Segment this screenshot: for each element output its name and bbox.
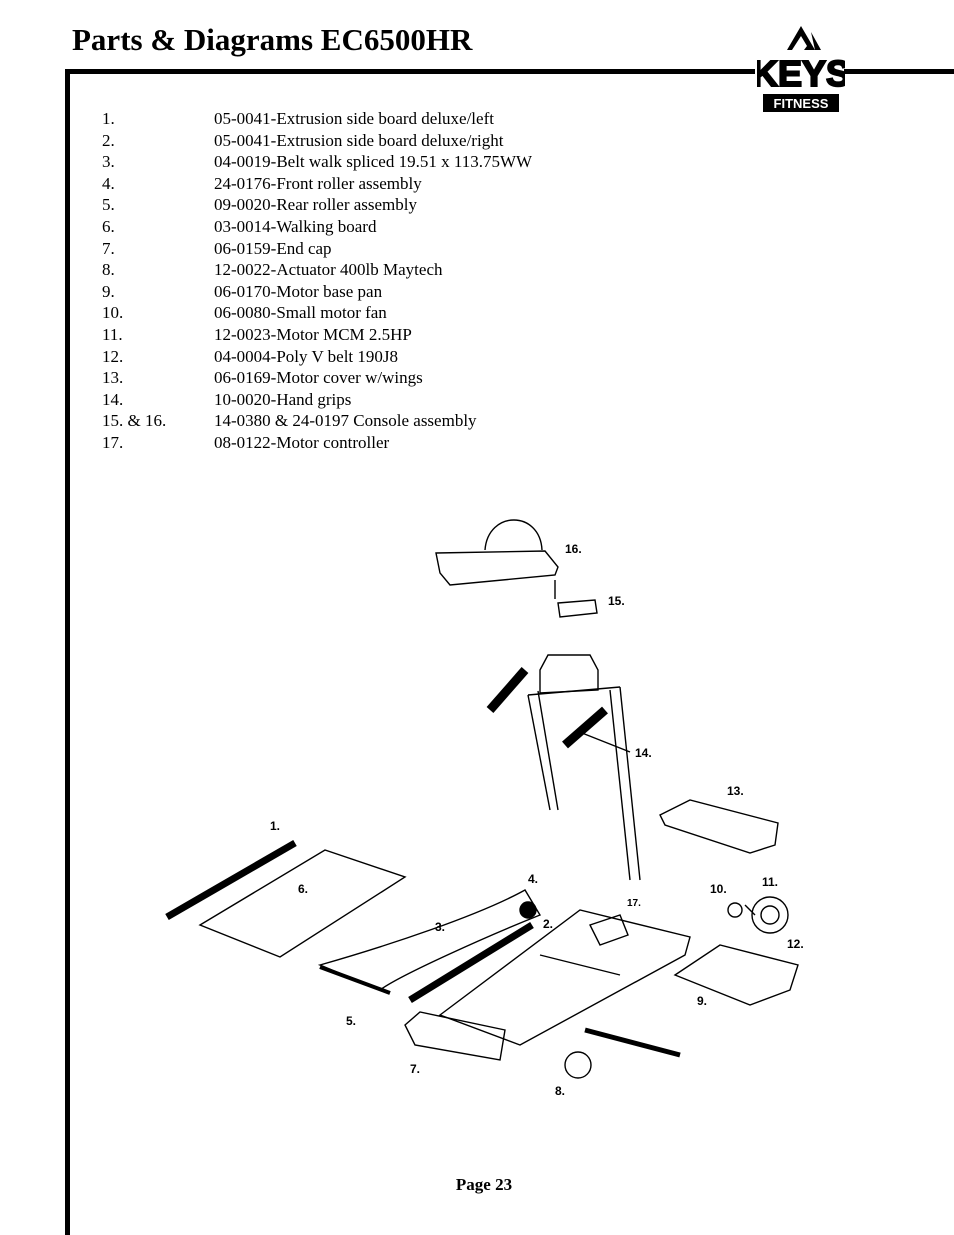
diagram-label-3: 3. bbox=[435, 920, 445, 934]
actuator-shaft bbox=[584, 1027, 681, 1058]
part-row: 15. & 16. 14-0380 & 24-0197 Console assem… bbox=[102, 410, 532, 432]
part-number: 8. bbox=[102, 260, 115, 280]
keys-fitness-logo: KEYS FITNESS bbox=[757, 26, 845, 112]
console-overlay bbox=[557, 599, 598, 618]
diagram-label-6: 6. bbox=[298, 882, 308, 896]
part-row: 7. 06-0159-End cap bbox=[102, 238, 532, 260]
part-number: 3. bbox=[102, 152, 115, 172]
part-number: 14. bbox=[102, 389, 124, 409]
part-description: 04-0019-Belt walk spliced 19.51 x 113.75… bbox=[214, 152, 533, 172]
part-description: 05-0041-Extrusion side board deluxe/righ… bbox=[214, 130, 504, 150]
walking-belt bbox=[317, 889, 542, 991]
actuator-motor bbox=[564, 1051, 592, 1079]
part-row: 3. 04-0019-Belt walk spliced 19.51 x 113.… bbox=[102, 151, 532, 173]
end-cap bbox=[404, 1011, 506, 1061]
part-row: 17. 08-0122-Motor controller bbox=[102, 432, 532, 454]
part-description: 09-0020-Rear roller assembly bbox=[214, 195, 417, 215]
part-description: 04-0004-Poly V belt 190J8 bbox=[214, 346, 399, 366]
diagram-label-4: 4. bbox=[528, 872, 538, 886]
part-number: 6. bbox=[102, 216, 115, 236]
motor-fan bbox=[727, 902, 743, 918]
top-rule bbox=[65, 69, 755, 74]
diagram-label-12: 12. bbox=[787, 937, 804, 951]
diagram-label-9: 9. bbox=[697, 994, 707, 1008]
part-number: 7. bbox=[102, 238, 115, 258]
part-row: 14. 10-0020-Hand grips bbox=[102, 389, 532, 411]
diagram-label-14: 14. bbox=[635, 746, 652, 760]
exploded-parts-diagram: 1. 2. 3. 4. 5. 6. 7. 8. 9. 10. 11. 12. 1… bbox=[165, 519, 804, 1098]
part-row: 11. 12-0023-Motor MCM 2.5HP bbox=[102, 324, 532, 346]
diagram-label-7: 7. bbox=[410, 1062, 420, 1076]
diagram-label-17: 17. bbox=[627, 898, 641, 909]
part-description: 12-0022-Actuator 400lb Maytech bbox=[214, 260, 443, 280]
part-row: 1. 05-0041-Extrusion side board deluxe/le… bbox=[102, 108, 532, 130]
motor bbox=[751, 896, 789, 934]
motor-controller bbox=[589, 914, 629, 946]
part-row: 12. 04-0004-Poly V belt 190J8 bbox=[102, 346, 532, 368]
diagram-label-15: 15. bbox=[608, 594, 625, 608]
motor-cover bbox=[659, 799, 779, 854]
upright-top-plate bbox=[539, 654, 599, 694]
part-number: 17. bbox=[102, 432, 124, 452]
part-row: 5. 09-0020-Rear roller assembly bbox=[102, 194, 532, 216]
part-number: 12. bbox=[102, 346, 124, 366]
diagram-label-11: 11. bbox=[762, 875, 778, 889]
rear-roller bbox=[319, 965, 391, 995]
part-row: 4. 24-0176-Front roller assembly bbox=[102, 173, 532, 195]
part-number: 13. bbox=[102, 368, 124, 388]
part-number: 15. & 16. bbox=[102, 411, 167, 431]
part-description: 06-0170-Motor base pan bbox=[214, 281, 383, 301]
part-row: 10. 06-0080-Small motor fan bbox=[102, 302, 532, 324]
extrusion-left bbox=[165, 839, 297, 921]
part-row: 6. 03-0014-Walking board bbox=[102, 216, 532, 238]
part-description: 10-0020-Hand grips bbox=[214, 389, 352, 409]
part-description: 06-0080-Small motor fan bbox=[214, 303, 387, 323]
part-number: 11. bbox=[102, 324, 123, 344]
logo-brand: KEYS bbox=[757, 53, 845, 94]
part-number: 5. bbox=[102, 195, 115, 215]
part-description: 08-0122-Motor controller bbox=[214, 432, 390, 452]
console-dome bbox=[484, 519, 543, 551]
diagram-label-16: 16. bbox=[565, 542, 582, 556]
diagram-label-8: 8. bbox=[555, 1084, 565, 1098]
part-description: 06-0159-End cap bbox=[214, 238, 332, 258]
part-row: 2. 05-0041-Extrusion side board deluxe/ri… bbox=[102, 130, 532, 152]
motor-base-pan bbox=[673, 944, 799, 1006]
diagram-label-10: 10. bbox=[710, 882, 727, 896]
part-description: 05-0041-Extrusion side board deluxe/left bbox=[214, 109, 494, 128]
part-description: 14-0380 & 24-0197 Console assembly bbox=[214, 411, 477, 431]
console-assembly bbox=[435, 550, 559, 586]
part-row: 9. 06-0170-Motor base pan bbox=[102, 281, 532, 303]
page-number: Page 23 bbox=[455, 1175, 513, 1194]
diagram-label-1: 1. bbox=[270, 819, 280, 833]
part-row: 8. 12-0022-Actuator 400lb Maytech bbox=[102, 259, 532, 281]
hand-grip-left bbox=[486, 667, 529, 713]
front-roller bbox=[519, 901, 537, 919]
part-number: 10. bbox=[102, 303, 124, 323]
part-description: 12-0023-Motor MCM 2.5HP bbox=[214, 324, 412, 344]
part-description: 24-0176-Front roller assembly bbox=[214, 173, 422, 193]
diagram-label-2: 2. bbox=[543, 917, 553, 931]
hand-grip-right bbox=[562, 706, 608, 749]
part-number: 1. bbox=[102, 109, 115, 128]
base-frame bbox=[438, 909, 691, 1046]
part-description: 06-0169-Motor cover w/wings bbox=[214, 368, 423, 388]
part-number: 2. bbox=[102, 130, 115, 150]
logo-tagline: FITNESS bbox=[774, 96, 829, 111]
diagram-label-5: 5. bbox=[346, 1014, 356, 1028]
left-rule bbox=[65, 69, 70, 1235]
part-row: 13. 06-0169-Motor cover w/wings bbox=[102, 367, 532, 389]
part-description: 03-0014-Walking board bbox=[214, 216, 377, 236]
extrusion-right bbox=[408, 922, 534, 1003]
top-rule-right bbox=[844, 69, 954, 74]
parts-list: 1. 05-0041-Extrusion side board deluxe/le… bbox=[102, 108, 532, 454]
part-number: 4. bbox=[102, 173, 115, 193]
walking-board bbox=[198, 849, 407, 958]
page-title: Parts & Diagrams EC6500HR bbox=[72, 22, 473, 57]
part-number: 9. bbox=[102, 281, 115, 301]
diagram-label-13: 13. bbox=[727, 784, 744, 798]
